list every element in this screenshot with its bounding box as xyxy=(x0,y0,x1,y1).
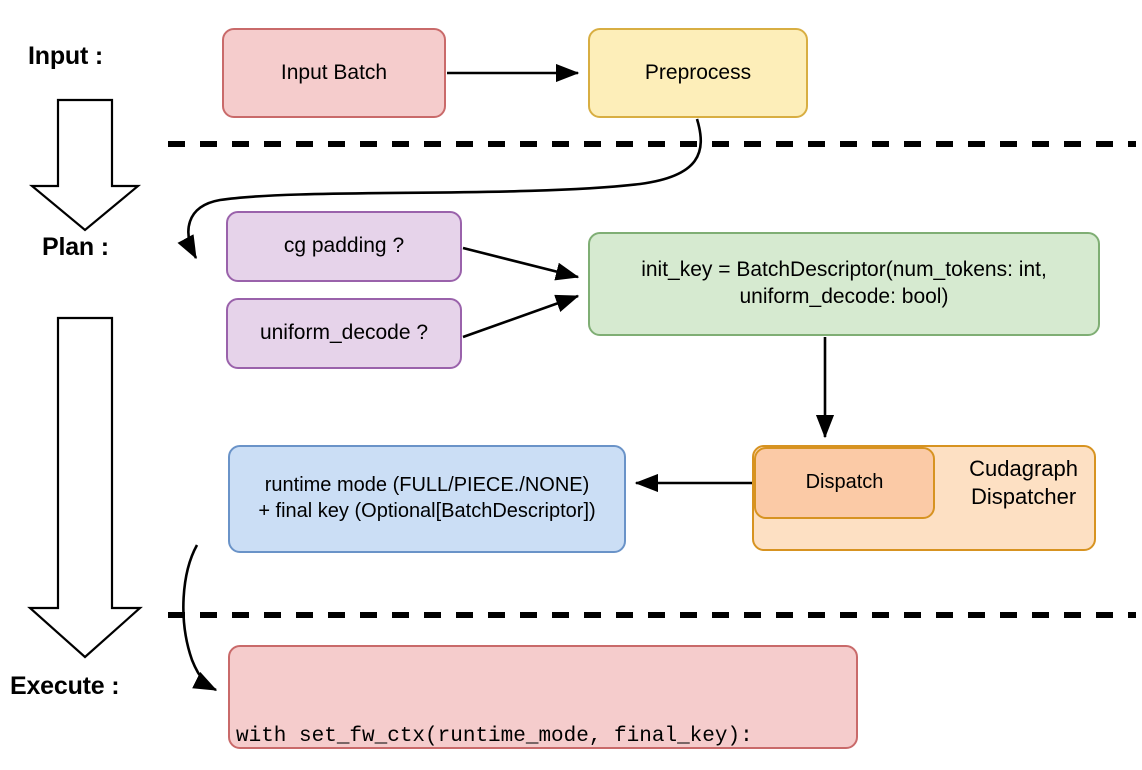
node-cg-padding-label: cg padding ? xyxy=(283,234,405,258)
edge-uniform-decode-to-init-key xyxy=(462,294,580,339)
node-cudagraph-dispatcher-line1: Cudagraph xyxy=(969,456,1078,481)
edge-runtime-mode-to-code-block xyxy=(182,544,218,692)
node-init-key-line2: uniform_decode: bool) xyxy=(739,285,949,308)
node-dispatch-label: Dispatch xyxy=(805,471,884,494)
stage-label-execute: Execute : xyxy=(10,672,120,700)
node-code-block[interactable]: with set_fw_ctx(runtime_mode, final_key)… xyxy=(228,645,858,749)
node-runtime-mode-line1: runtime mode (FULL/PIECE./NONE) xyxy=(264,474,590,497)
input-to-plan-block-arrow xyxy=(28,98,142,232)
edge-cg-padding-to-init-key xyxy=(462,246,580,281)
node-cg-padding[interactable]: cg padding ? xyxy=(226,211,462,282)
node-runtime-mode-line2: + final key (Optional[BatchDescriptor]) xyxy=(258,500,596,522)
node-uniform-decode-label: uniform_decode ? xyxy=(259,321,429,345)
node-cudagraph-dispatcher-line2: Dispatcher xyxy=(970,484,1077,510)
node-runtime-mode[interactable]: runtime mode (FULL/PIECE./NONE) + final … xyxy=(228,445,626,553)
node-preprocess-label: Preprocess xyxy=(644,60,752,84)
node-preprocess[interactable]: Preprocess xyxy=(588,28,808,118)
stage-label-plan: Plan : xyxy=(42,233,109,261)
stage-label-input: Input : xyxy=(28,42,103,70)
node-dispatch[interactable]: Dispatch xyxy=(754,447,935,519)
node-input-batch[interactable]: Input Batch xyxy=(222,28,446,118)
node-uniform-decode[interactable]: uniform_decode ? xyxy=(226,298,462,369)
node-init-key-line1: init_key = BatchDescriptor(num_tokens: i… xyxy=(641,258,1047,282)
node-input-batch-label: Input Batch xyxy=(280,60,388,84)
node-init-key[interactable]: init_key = BatchDescriptor(num_tokens: i… xyxy=(588,232,1100,336)
plan-to-execute-block-arrow xyxy=(27,316,143,659)
code-line-1: with set_fw_ctx(runtime_mode, final_key)… xyxy=(236,724,753,748)
